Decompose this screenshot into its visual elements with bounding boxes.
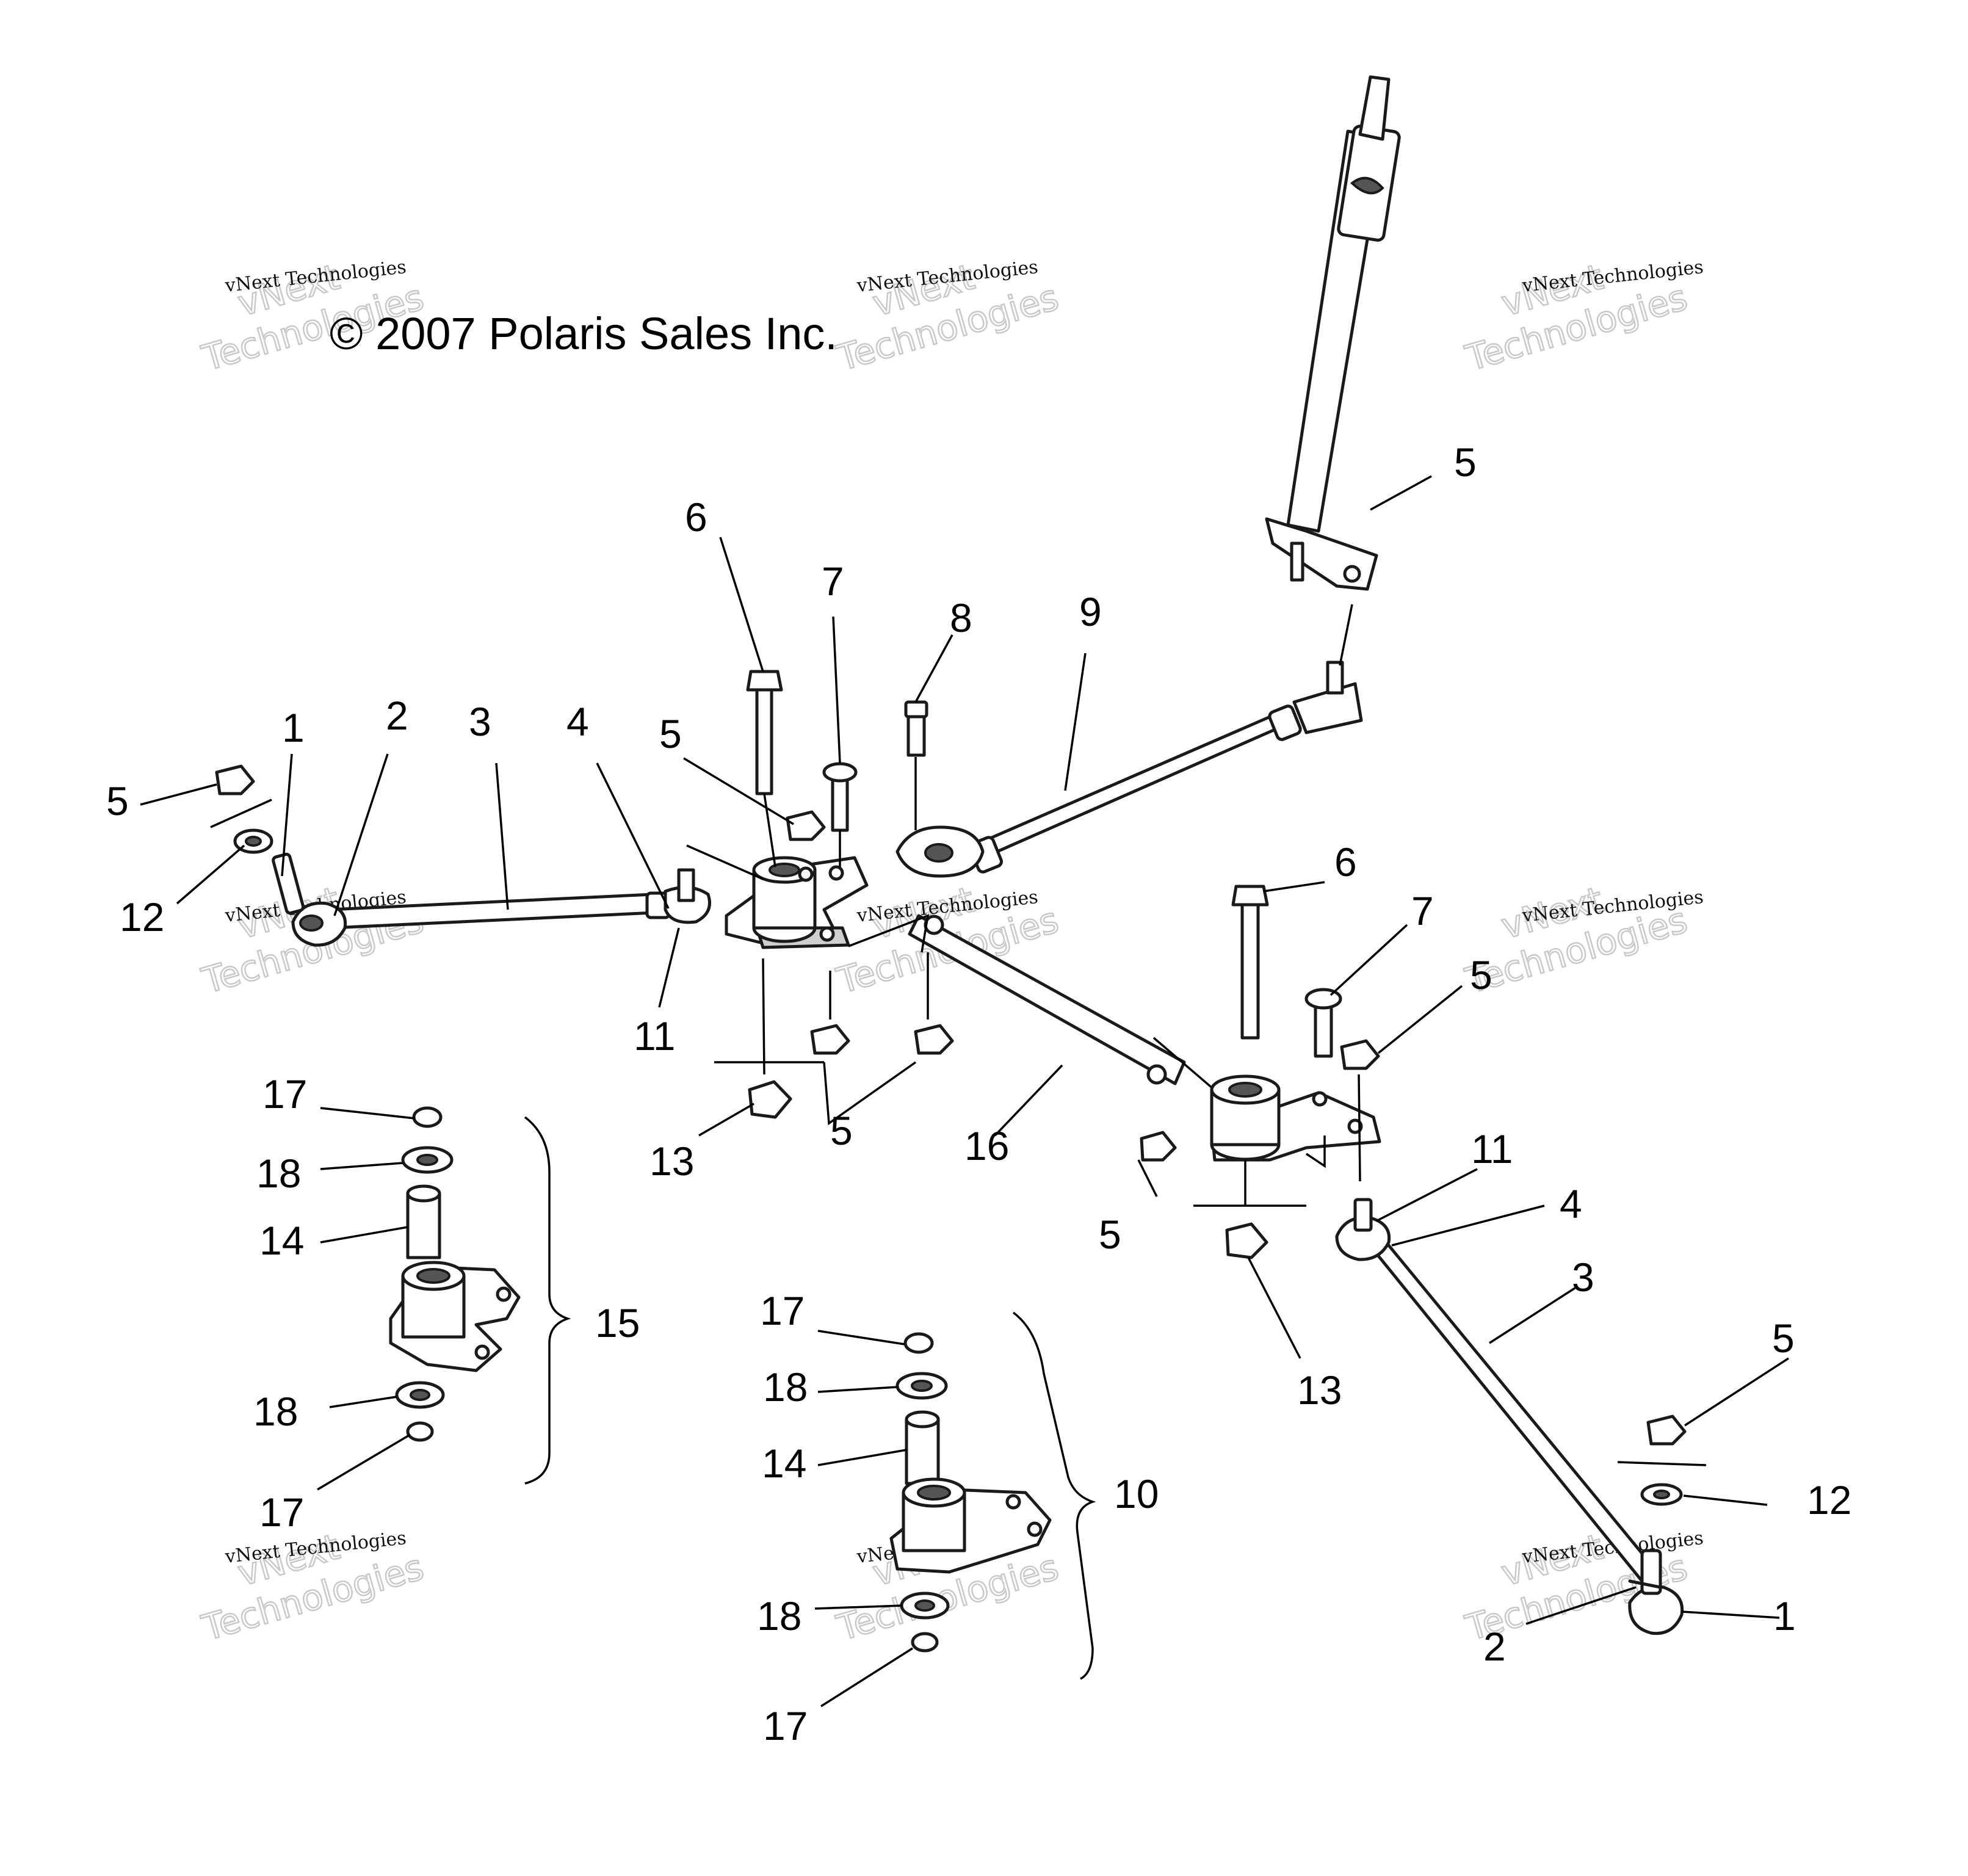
callout-3: 3 <box>469 699 491 744</box>
callout-14: 14 <box>762 1441 806 1486</box>
pitman-arm-right <box>1210 1074 1381 1162</box>
watermark: vNext Technologies <box>1460 255 1692 380</box>
callout-5: 5 <box>659 711 682 756</box>
callout-12: 12 <box>120 894 164 940</box>
callout-11: 11 <box>634 1013 676 1059</box>
callout-5: 5 <box>1470 952 1492 998</box>
steering-column <box>1265 75 1401 591</box>
pitman-arm-left <box>725 856 869 949</box>
callout-17: 17 <box>760 1288 805 1333</box>
assembly-15 <box>389 1106 571 1485</box>
callout-18: 18 <box>253 1389 298 1434</box>
callout-5: 5 <box>1454 440 1477 485</box>
callout-5: 5 <box>1772 1316 1795 1361</box>
bushing-14 <box>406 1192 441 1259</box>
watermark: vNext Technologies <box>197 1525 429 1650</box>
bolt-8 <box>904 700 928 757</box>
bolt-6-left <box>746 670 783 795</box>
callout-2: 2 <box>386 693 408 738</box>
bolt-7-right <box>1304 988 1342 1058</box>
callout-17: 17 <box>262 1071 307 1117</box>
callout-4: 4 <box>1560 1181 1582 1226</box>
callout-5: 5 <box>106 778 129 824</box>
callout-labels: 1 2 3 4 5 12 11 6 7 5 8 9 5 13 5 16 6 7 … <box>106 440 1851 1748</box>
bolt-6-right <box>1231 885 1269 1040</box>
callout-6: 6 <box>685 494 707 540</box>
callout-17: 17 <box>763 1703 808 1748</box>
nut-5-below-arm <box>810 1024 850 1055</box>
callout-1: 1 <box>282 705 305 750</box>
callout-7: 7 <box>1411 888 1434 933</box>
callout-7: 7 <box>822 559 844 604</box>
callout-14: 14 <box>259 1218 304 1263</box>
pitman-arm-15 <box>389 1261 521 1372</box>
nut-17 <box>911 1632 939 1653</box>
nut-5-far-left <box>215 764 255 795</box>
drag-link-16 <box>908 914 1186 1085</box>
bushing-14 <box>905 1418 940 1485</box>
callout-11: 11 <box>1471 1126 1513 1172</box>
callout-17: 17 <box>259 1490 304 1535</box>
callout-8: 8 <box>950 595 972 640</box>
nut-17 <box>406 1421 434 1442</box>
bracket-10 <box>1012 1311 1096 1680</box>
watermark: vNext Technologies <box>831 255 1063 380</box>
nut-17 <box>412 1106 443 1128</box>
callout-5: 5 <box>1099 1212 1121 1257</box>
nut-5-right-under-link <box>1140 1131 1177 1162</box>
callout-16: 16 <box>964 1123 1009 1168</box>
callout-5: 5 <box>830 1108 853 1153</box>
tie-rod-left <box>272 852 711 947</box>
callout-15: 15 <box>595 1300 640 1345</box>
callout-3: 3 <box>1572 1255 1594 1300</box>
callout-18: 18 <box>763 1364 808 1410</box>
callout-2: 2 <box>1483 1624 1506 1669</box>
nut-5-below-link <box>914 1024 954 1055</box>
callout-12: 12 <box>1807 1477 1851 1523</box>
callout-13: 13 <box>1297 1367 1342 1413</box>
washer-12-right <box>1640 1483 1683 1506</box>
bracket-15 <box>524 1116 571 1485</box>
nut-13-right <box>1225 1222 1268 1259</box>
callout-4: 4 <box>566 699 589 744</box>
callout-6: 6 <box>1334 839 1357 885</box>
tie-rod-right <box>1335 1198 1684 1635</box>
pitman-arm-10 <box>889 1477 1052 1574</box>
tie-rod-9 <box>895 604 1363 878</box>
nut-5-right-top <box>1340 1039 1380 1070</box>
leader-lines <box>140 475 1789 1708</box>
bolt-7-left <box>822 762 858 832</box>
callout-13: 13 <box>649 1139 694 1184</box>
callout-1: 1 <box>1773 1593 1796 1639</box>
callout-18: 18 <box>256 1151 301 1196</box>
nut-13-left <box>748 1080 792 1119</box>
nut-5-left-top <box>786 810 826 841</box>
copyright-text: © 2007 Polaris Sales Inc. <box>330 308 837 359</box>
nut-17 <box>903 1332 934 1354</box>
nut-5-far-right <box>1646 1414 1687 1446</box>
callout-10: 10 <box>1114 1471 1159 1516</box>
callout-18: 18 <box>757 1593 801 1639</box>
callout-9: 9 <box>1079 589 1102 634</box>
